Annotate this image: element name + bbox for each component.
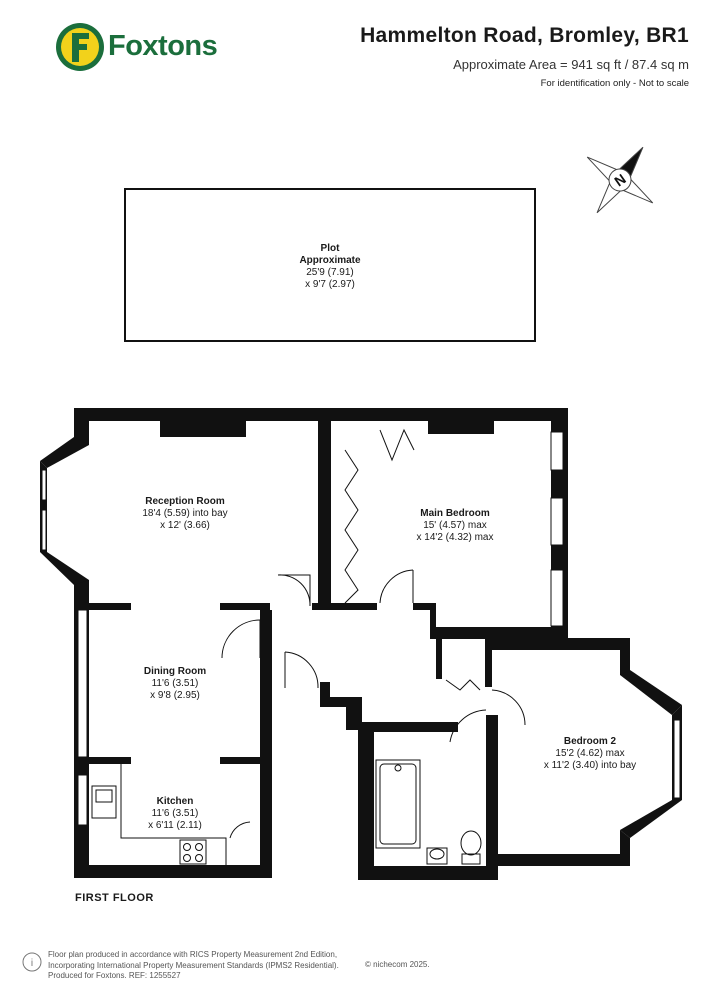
room-kitchen: Kitchen 11'6 (3.51) x 6'11 (2.11) [130,796,220,832]
room-name: Bedroom 2 [563,736,617,747]
room-dim1: 18'4 (5.59) into bay [142,508,228,519]
footer-line-3: Produced for Foxtons. REF: 1255527 [48,971,181,980]
room-name: Dining Room [143,666,207,677]
brand-name: Foxtons [108,30,218,62]
plot-subtitle: Approximate [299,255,361,266]
room-dim1: 11'6 (3.51) [151,808,199,819]
plot-dim1: 25'9 (7.91) [306,267,354,278]
room-dim2: x 6'11 (2.11) [148,820,202,831]
room-name: Kitchen [156,796,194,807]
plot-label: Plot Approximate 25'9 (7.91) x 9'7 (2.97… [255,243,405,291]
plot-title: Plot [320,243,340,254]
room-name: Reception Room [145,496,225,507]
footer-credit: © nichecom 2025. [365,960,430,969]
property-address: Hammelton Road, Bromley, BR1 [360,24,689,47]
room-dim1: 15' (4.57) max [423,520,487,531]
door-swings [221,569,526,839]
room-dining: Dining Room 11'6 (3.51) x 9'8 (2.95) [120,666,230,702]
room-main-bedroom: Main Bedroom 15' (4.57) max x 14'2 (4.32… [380,508,530,544]
footer-notes: Floor plan produced in accordance with R… [48,950,339,982]
bathroom-fixtures [375,759,482,865]
room-dim2: x 12' (3.66) [160,520,210,531]
room-dim2: x 9'8 (2.95) [150,690,200,701]
room-reception: Reception Room 18'4 (5.59) into bay x 12… [115,496,255,532]
footer-line-2: Incorporating International Property Mea… [48,960,339,970]
approximate-area: Approximate Area = 941 sq ft / 87.4 sq m [453,57,689,72]
room-bedroom-2: Bedroom 2 15'2 (4.62) max x 11'2 (3.40) … [520,736,660,772]
footer-line-1: Floor plan produced in accordance with R… [48,950,338,959]
wardrobe-doors [344,449,359,604]
floor-name: FIRST FLOOR [75,892,154,904]
room-dim2: x 11'2 (3.40) into bay [543,760,637,771]
plot-dim2: x 9'7 (2.97) [305,279,355,290]
identification-note: For identification only - Not to scale [540,78,689,89]
room-name: Main Bedroom [420,508,490,519]
room-dim1: 15'2 (4.62) max [555,748,625,759]
svg-text:i: i [31,958,33,969]
compass-letter: N [611,171,628,190]
room-dim1: 11'6 (3.51) [151,678,199,689]
room-dim2: x 14'2 (4.32) max [416,532,494,543]
